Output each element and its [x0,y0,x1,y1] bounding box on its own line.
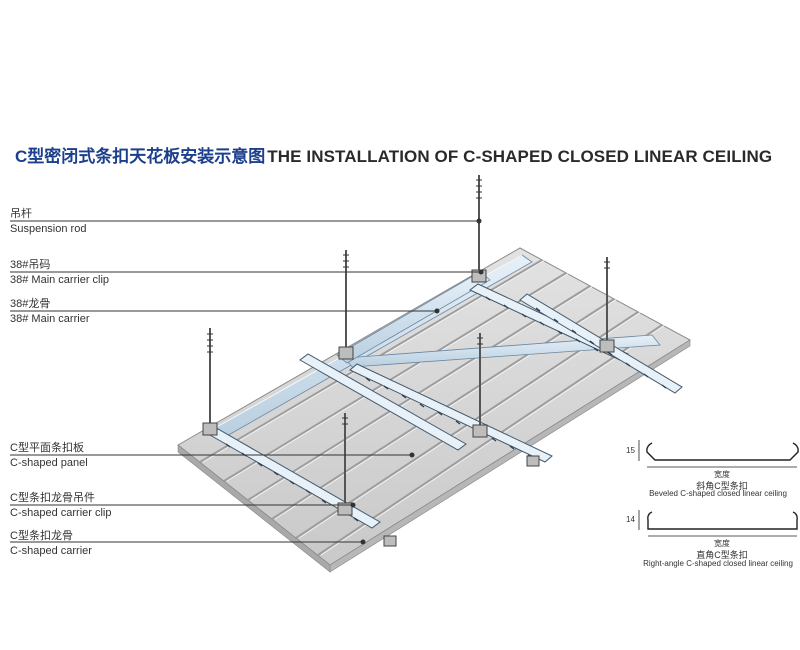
callout-en: C-shaped carrier clip [10,507,112,519]
callout-en: 38# Main carrier [10,313,90,325]
carrier-clips [202,269,615,547]
right-angle-caption-en: Right-angle C-shaped closed linear ceili… [643,559,793,568]
callout-suspension-rod: 吊杆 Suspension rod [10,207,86,237]
beveled-profile-drawing [638,440,799,468]
callout-c-shaped-panel: C型平面条扣板 C-shaped panel [10,441,88,471]
beveled-width-label: 宽度 [714,470,730,479]
leader-lines [10,218,484,545]
callout-c-shaped-carrier: C型条扣龙骨 C-shaped carrier [10,529,92,559]
callout-cn: C型条扣龙骨 [10,530,73,542]
callout-cn: 38#吊码 [10,259,51,271]
callout-en: C-shaped panel [10,457,88,469]
callout-cn: 吊杆 [10,208,32,220]
beveled-height-label: 15 [626,446,635,455]
beveled-caption-en: Beveled C-shaped closed linear ceiling [649,489,787,498]
callout-main-carrier-clip: 38#吊码 38# Main carrier clip [10,258,109,288]
callout-cn: C型条扣龙骨吊件 [10,492,95,504]
callout-cn: C型平面条扣板 [10,442,84,454]
callout-cn: 38#龙骨 [10,298,51,310]
right-angle-caption-cn: 直角C型条扣 [696,550,748,560]
rod-threads [207,179,610,425]
callout-c-shaped-carrier-clip: C型条扣龙骨吊件 C-shaped carrier clip [10,491,111,521]
beveled-caption-cn: 斜角C型条扣 [696,481,748,491]
title-chinese: C型密闭式条扣天花板安装示意图 [15,147,266,166]
callout-en: C-shaped carrier [10,545,92,557]
callout-main-carrier: 38#龙骨 38# Main carrier [10,297,89,327]
right-angle-profile-drawing [638,510,798,537]
right-angle-height-label: 14 [626,515,635,524]
title-english: THE INSTALLATION OF C-SHAPED CLOSED LINE… [267,147,773,166]
c-carrier-slots [225,296,667,522]
callout-en: 38# Main carrier clip [10,274,110,286]
main-carriers [214,254,661,438]
right-angle-width-label: 宽度 [714,539,730,548]
callout-en: Suspension rod [10,223,87,235]
